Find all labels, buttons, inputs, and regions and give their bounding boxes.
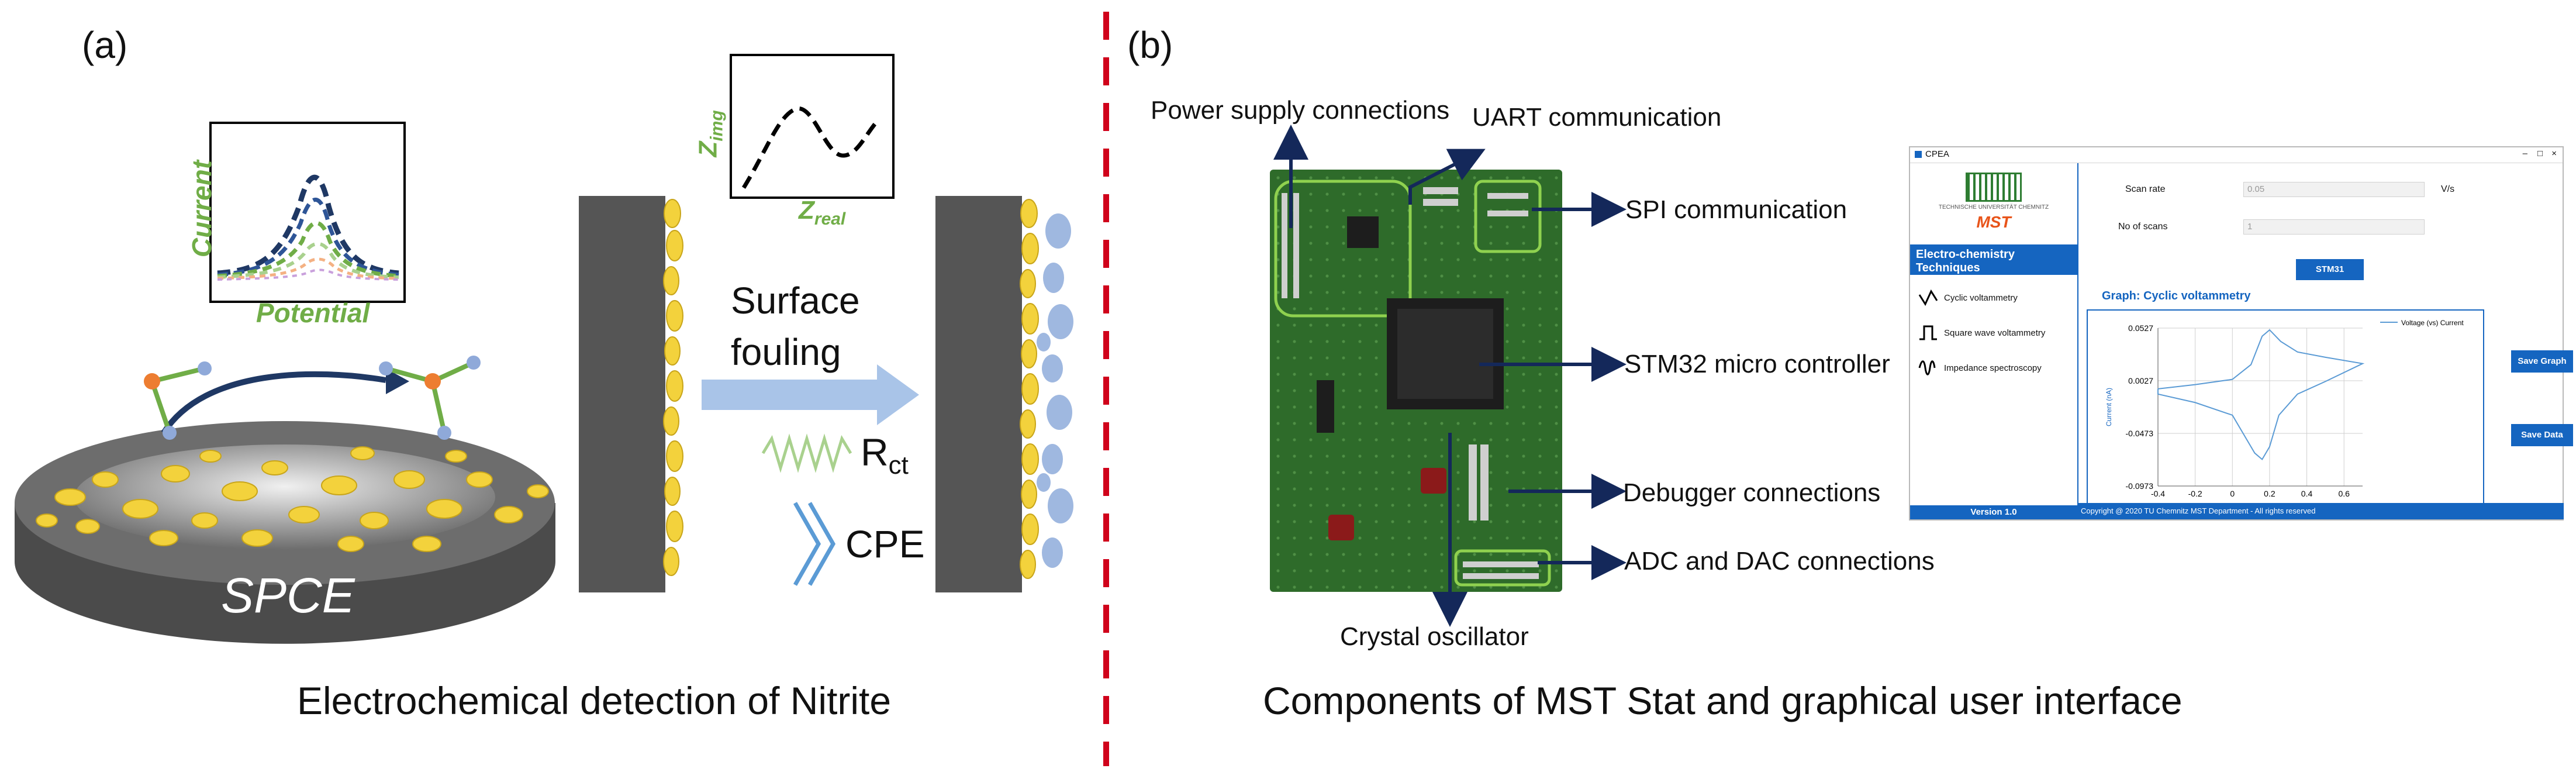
cpe-label: CPE [845,522,925,566]
surface-fouling-label: Surface fouling [731,275,860,378]
y-axis-label: Current (nA) [2105,388,2113,426]
graph-frame: 0.0527 0.0027 -0.0473 -0.0973-0.4 -0.2 0 0.2 0.… [2087,309,2484,519]
scans-label: No of scans [2118,222,2168,232]
impedance-xlabel: Zreal [799,196,845,229]
impedance-ylabel-sub: img [707,110,727,142]
panel-a-caption: Electrochemical detection of Nitrite [297,679,892,722]
start-button[interactable]: STM31 [2296,259,2364,280]
gui-footer: Copyright @ 2020 TU Chemnitz MST Departm… [2077,503,2564,519]
gui-window: CPEA – □ × TECHNISCHE UNIVERSITÄT CHEMNI… [1909,146,2573,521]
scan-rate-unit: V/s [2441,184,2455,194]
pcb-board [1270,170,1562,592]
rct-label: Rct [861,430,909,480]
scan-rate-label: Scan rate [2125,184,2166,194]
technique-label-swv: Square wave voltammetry [1944,328,2046,338]
cv-series-line [2157,329,2365,460]
x-tick-label: 0.6 [2338,489,2350,498]
panel-divider [1103,12,1109,766]
x-tick-label: 0 [2230,489,2235,498]
scan-rate-input[interactable]: 0.05 [2243,182,2425,197]
window-title: CPEA [1925,149,1949,159]
technique-cyclic-voltammetry[interactable]: Cyclic voltammetry [1918,289,2077,306]
spce-label: SPCE [221,568,355,623]
electrode-bar-left [579,196,665,592]
version-bar: Version 1.0 [1910,505,2077,519]
surface-fouling-line1: Surface [731,280,860,322]
techniques-header: Electro-chemistry Techniques [1910,244,2077,275]
legend-label: Voltage (vs) Current [2401,319,2464,327]
x-tick-label: 0.4 [2301,489,2313,498]
window-minimize-button[interactable]: – [2522,149,2527,158]
graph-title: Graph: Cyclic voltammetry [2102,290,2251,302]
fouling-arrow [702,364,919,425]
gui-titlebar: CPEA – □ × [1910,147,2563,163]
gui-main-area: Scan rate 0.05 V/s No of scans 1 STM31 G… [2078,163,2573,519]
panel-a-tag: (a) [82,24,128,66]
y-tick-label: 0.0527 [2128,323,2153,333]
x-tick-label: 0.2 [2264,489,2275,498]
impedance-xlabel-main: Z [799,196,814,225]
impedance-ylabel: Zimg [694,110,727,157]
cv-chart: 0.0527 0.0027 -0.0473 -0.0973-0.4 -0.2 0 0.2 0.… [2105,319,2464,510]
electrode-right-particles [1020,199,1073,579]
cyclic-voltammetry-icon [1918,289,1938,306]
impedance-xlabel-sub: real [814,209,846,229]
mst-logo: MST [1976,213,2011,231]
x-tick-label: -0.4 [2151,489,2165,498]
impedance-icon [1918,360,1936,375]
impedance-ylabel-main: Z [693,141,723,157]
technique-label-cv: Cyclic voltammetry [1944,292,2018,303]
rct-main: R [861,430,889,474]
label-spi: SPI communication [1625,195,1848,224]
resistor-icon [761,433,852,473]
label-adc-dac: ADC and DAC connections [1624,547,1935,575]
impedance-inset [730,54,895,199]
scans-input[interactable]: 1 [2243,219,2425,235]
university-name: TECHNISCHE UNIVERSITÄT CHEMNITZ [1938,204,2049,211]
label-debugger: Debugger connections [1623,478,1881,507]
surface-fouling-line2: fouling [731,331,841,373]
panel-b-caption: Components of MST Stat and graphical use… [1263,679,2183,722]
voltammogram-inset [209,122,406,303]
save-graph-button[interactable]: Save Graph [2511,350,2573,373]
voltammogram-xlabel: Potential [256,298,370,328]
label-uart: UART communication [1472,103,1722,132]
technique-impedance-spectroscopy[interactable]: Impedance spectroscopy [1918,359,2077,377]
window-maximize-button[interactable]: □ [2537,149,2543,158]
university-logo [1966,173,2022,202]
cpe-icon [793,502,836,586]
window-icon [1915,151,1922,158]
spce-electrode [15,356,555,644]
label-power-supply: Power supply connections [1151,96,1450,125]
technique-square-wave-voltammetry[interactable]: Square wave voltammetry [1918,324,2077,342]
gui-sidebar: TECHNISCHE UNIVERSITÄT CHEMNITZ MST Elec… [1910,163,2078,519]
label-stm32: STM32 micro controller [1624,350,1890,378]
x-tick-label: -0.2 [2188,489,2202,498]
save-data-button[interactable]: Save Data [2511,424,2573,446]
y-tick-label: 0.0027 [2128,376,2153,385]
y-tick-label: -0.0973 [2126,481,2154,491]
panel-b-tag: (b) [1127,24,1173,66]
rct-sub: ct [888,451,909,480]
voltammogram-curves [217,174,399,281]
technique-label-eis: Impedance spectroscopy [1944,363,2042,373]
pcb-callout-arrows [1273,125,1627,627]
electrode-bar-right [935,196,1022,592]
window-close-button[interactable]: × [2551,149,2557,158]
voltammogram-ylabel: Current [187,160,217,258]
square-wave-icon [1919,325,1937,340]
pcb-details [1274,180,1551,587]
electrode-left-particles [663,199,683,576]
label-crystal: Crystal oscillator [1340,622,1529,651]
impedance-curve [742,106,880,189]
y-tick-label: -0.0473 [2126,429,2154,438]
